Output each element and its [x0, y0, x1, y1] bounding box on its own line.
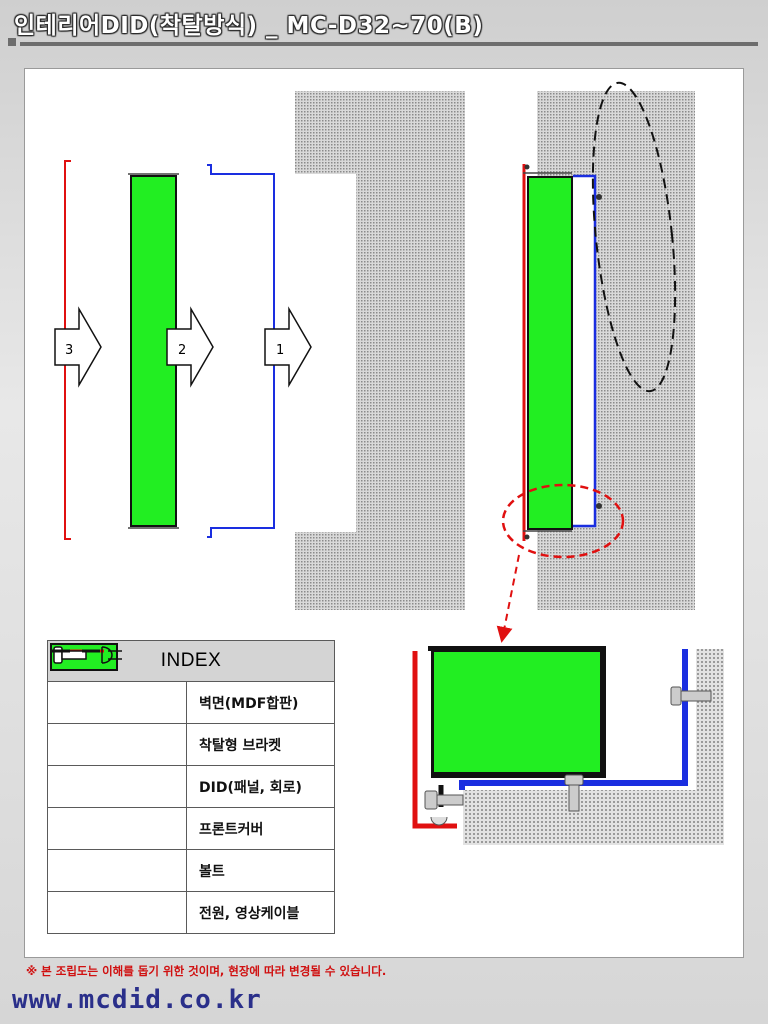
- legend-row: 착탈형 브라켓: [47, 649, 335, 766]
- legend-label: 볼트: [186, 849, 335, 892]
- step-arrow: 2: [166, 306, 214, 388]
- legend-row: 볼트: [47, 645, 335, 892]
- cable-route: [591, 81, 677, 393]
- title-rule: [20, 42, 758, 46]
- step-arrow-label: 2: [178, 343, 186, 358]
- legend-label: 프론트커버: [186, 807, 335, 850]
- legend-row: DID(패널, 회로): [47, 642, 335, 808]
- legend-row: 전원, 영상케이블: [47, 649, 335, 934]
- wall-mdf: [295, 91, 465, 610]
- step-arrow: 3: [54, 306, 102, 388]
- page-title: 인테리어DID(착탈방식) _ MC-D32~70(B): [14, 13, 484, 39]
- legend-table: INDEX 벽면(MDF합판) 착탈형 브라켓 DID(패널, 회로) 프론트커…: [47, 640, 335, 934]
- legend-row: 프론트커버: [47, 649, 335, 850]
- legend-label: 전원, 영상케이블: [186, 891, 335, 934]
- website-link[interactable]: www.mcdid.co.kr: [12, 985, 262, 1015]
- legend-row: 벽면(MDF합판): [47, 642, 335, 724]
- detachable-bracket: [207, 164, 275, 538]
- step-arrow-label: 1: [276, 343, 284, 358]
- legend-label: 벽면(MDF합판): [186, 681, 335, 724]
- detail-highlight: [501, 483, 625, 559]
- disclaimer-note: ※ 본 조립도는 이해를 돕기 위한 것이며, 현장에 따라 변경될 수 있습니…: [26, 964, 387, 978]
- detail-view: [412, 646, 724, 845]
- legend-label: DID(패널, 회로): [186, 765, 335, 808]
- title-rule-tick: [8, 38, 16, 46]
- dashed-line-icon: [51, 649, 108, 652]
- step-arrow-label: 3: [65, 343, 73, 358]
- legend-label: 착탈형 브라켓: [186, 723, 335, 766]
- step-arrow: 1: [264, 306, 312, 388]
- did-panel-assembled: [527, 176, 573, 530]
- installation-diagram: 3 2 1: [54, 81, 724, 845]
- diagram-panel: 3 2 1: [24, 68, 744, 958]
